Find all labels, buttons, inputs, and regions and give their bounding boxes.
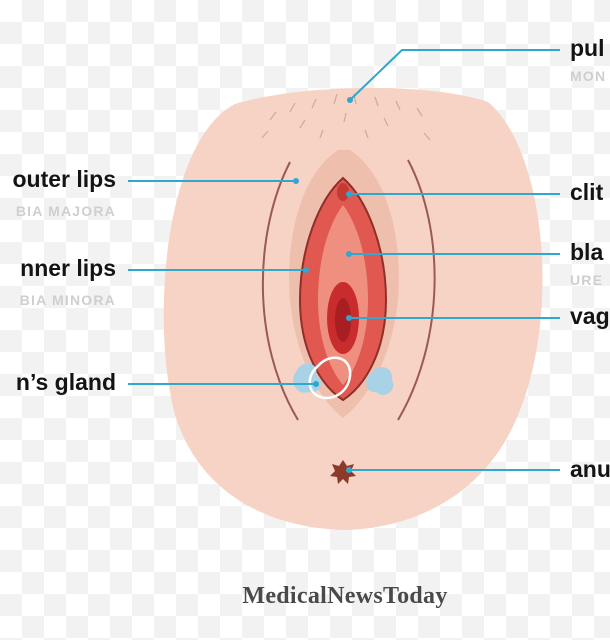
label-anus: anu	[570, 456, 610, 482]
label-clitoris: clit	[570, 179, 604, 205]
clitoris-shape	[337, 183, 349, 201]
leader-pubis	[349, 49, 560, 101]
sublabel-pubis: MON	[570, 68, 607, 84]
sublabel-outer-lips: BIA MAJORA	[15, 203, 116, 219]
gland-right	[366, 366, 394, 395]
outer-lip-fold-right	[397, 159, 436, 421]
label-outer-lips: outer lips	[12, 166, 116, 192]
sublabel-bladder: URE	[570, 272, 604, 288]
label-inner-lips: nner lips	[20, 255, 116, 281]
gland-highlight	[308, 356, 352, 400]
label-pubis: pul	[570, 35, 605, 61]
leader-dots	[293, 97, 353, 473]
leader-lines	[128, 49, 560, 471]
label-vagina: vag	[570, 303, 610, 329]
brand-logo: MedicalNewsToday	[242, 583, 448, 609]
anus-shape	[330, 460, 356, 484]
label-bladder: bla	[570, 239, 604, 265]
label-gland: n’s gland	[15, 369, 116, 395]
outer-lip-fold-left	[261, 161, 299, 421]
sublabel-inner-lips: BIA MINORA	[19, 292, 116, 308]
